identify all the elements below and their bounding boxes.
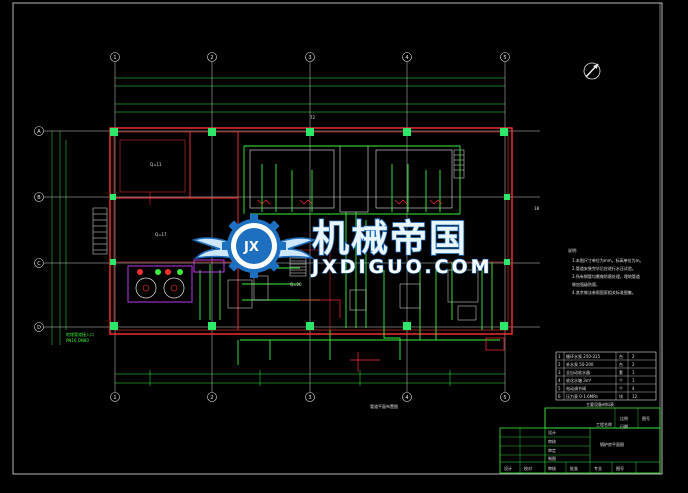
table-r6-c1: 6 [558,394,561,399]
table-r2-c2: 补水泵 50-200 [566,361,594,367]
axis-label-1-bottom: 1 [113,395,116,401]
notes-line-2: 2.管道安装完毕后应进行水压试验。 [572,265,636,271]
table-r1-c1: 1 [558,354,561,359]
bottom-cell-2: 校对 [524,465,532,471]
title-date-label: 日期 [620,423,628,429]
table-r5-c2: 电动调节阀 [566,385,586,391]
table-r3-c1: 3 [558,370,561,375]
left-note-1: 地埋管道接入口 [66,331,94,337]
table-r1-c4: 2 [632,354,635,359]
axis-label-2-bottom: 2 [210,395,213,401]
axis-label-C: C [37,261,41,267]
table-r2-c1: 2 [558,362,561,367]
plan-caption: 管道平面布置图 [370,403,398,409]
bottom-cell-4: 批准 [570,465,578,471]
watermark-url: JXDIGUO.COM [310,256,493,278]
room-label-c: Q=20 [290,282,302,287]
equipment-table: 1 循环水泵 250-315 台 2 2 补水泵 50-200 台 2 3 全自… [555,351,657,407]
table-r4-c1: 4 [558,378,561,383]
bottom-cell-6: 图号 [616,465,624,471]
stair-center [289,257,307,277]
table-r1-c3: 台 [619,353,623,359]
bottom-cell-1: 设计 [504,465,512,471]
table-r2-c4: 2 [632,362,635,367]
table-r6-c3: 块 [619,393,623,399]
title-project: 工程名称 [596,421,612,427]
axis-label-3-bottom: 3 [308,395,311,401]
room-label-a: Q=11 [150,162,162,167]
table-r3-c2: 全自动软水器 [566,369,590,375]
axis-label-3: 3 [308,55,311,61]
title-row-label-1: 设计 [548,429,556,435]
bottom-dimension-chain [115,370,505,386]
title-scale-label: 比例 [620,415,628,421]
axis-label-2: 2 [210,55,213,61]
notes-line-1: 1.本图尺寸单位为mm，标高单位为m。 [572,257,644,263]
axis-label-B: B [37,195,41,201]
axis-label-4: 4 [405,55,408,61]
title-drawing-name: 锅炉房平面图 [600,441,624,447]
table-r5-c4: 4 [632,386,635,391]
drawing-frame [12,2,663,475]
title-sheet-label: 图号 [642,415,650,421]
table-r4-c3: 个 [619,378,623,383]
stair-left [92,207,108,255]
boiler-units [249,145,453,213]
pump-group [127,259,225,303]
right-dimension-label: 18 [534,206,540,211]
stair-right [453,149,465,179]
room-label-b: Q=17 [155,232,167,237]
bottom-cell-5: 专业 [594,465,602,471]
title-row-label-4: 制图 [548,455,556,461]
north-arrow-icon [583,62,601,80]
axis-label-1: 1 [113,55,116,61]
emblem-text: JX [243,240,259,255]
notes-line-5: 4.其余做法参照国家相关标准图集。 [572,289,636,295]
bottom-cell-3: 审核 [548,465,556,471]
table-r5-c1: 5 [558,386,561,391]
top-dimension-label: 72 [310,115,316,120]
structural-columns [110,128,510,330]
notes-block: 说明: 1.本图尺寸单位为mm，标高单位为m。 2.管道安装完毕后应进行水压试验… [568,247,644,295]
table-r3-c4: 1 [632,370,635,375]
table-r5-c3: 个 [619,386,623,391]
axis-label-D: D [37,325,41,331]
notes-line-3: 3.所有钢管均需做防腐处理，埋地管道 [572,273,640,279]
axis-bubbles-left: A B C D [34,126,44,332]
table-r4-c2: 软化水箱 3m³ [566,377,592,383]
table-r3-c3: 套 [619,369,623,375]
table-r1-c2: 循环水泵 250-315 [566,353,600,359]
equipment-cluster [227,269,479,321]
table-r6-c2: 压力表 0-1.6MPa [566,393,598,399]
watermark-name-cn: 机械帝国 [312,217,468,260]
title-row-label-3: 审定 [548,447,556,453]
notes-line-4: 做加强级防腐。 [572,281,600,287]
table-r6-c4: 12 [632,394,638,399]
pipe-network-green [199,145,500,365]
title-row-label-2: 审核 [548,438,556,444]
axis-label-5-bottom: 5 [503,395,506,401]
axis-label-4-bottom: 4 [405,395,408,401]
table-r4-c4: 1 [632,378,635,383]
table-caption: 主要设备材料表 [586,401,614,407]
axis-label-A: A [37,129,41,135]
axis-label-5: 5 [503,55,506,61]
notes-title: 说明: [568,247,577,253]
left-note-2: PN16 DN80 [66,338,89,343]
grid-axes-vertical [114,62,506,392]
title-block: 设计 审核 审定 制图 工程名称 锅炉房平面图 比例 图号 日期 设计 校对 审… [499,407,661,474]
table-r2-c3: 台 [619,361,623,367]
watermark-logo: JX 机械帝国 JXDIGUO.COM [191,214,493,279]
gear-icon: JX [222,214,286,278]
left-dimension-chain [51,131,67,345]
axis-bubbles-top: 1 2 3 4 5 [110,52,510,62]
axis-bubbles-bottom: 1 2 3 4 5 [110,392,510,402]
